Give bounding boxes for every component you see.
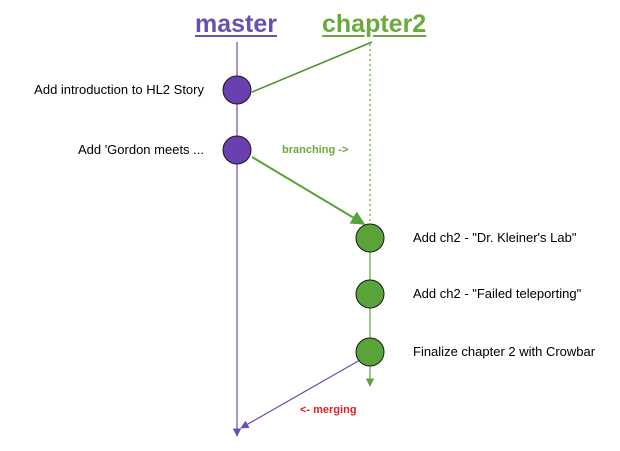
master-commit-node (222, 75, 252, 105)
master-commit-label: Add 'Gordon meets ... (77, 142, 204, 157)
master-commit-node (222, 135, 252, 165)
chapter2-commit-label: Add ch2 - "Failed teleporting" (413, 286, 582, 301)
chapter2-commit-node (355, 223, 385, 253)
chapter2-origin-connector (251, 41, 373, 93)
merging-arrow (240, 359, 361, 429)
master-commit-label: Add introduction to HL2 Story (34, 82, 204, 97)
merging-annotation: <- merging (300, 404, 357, 416)
master-branch-title: master (195, 10, 277, 38)
branching-annotation: branching -> (282, 144, 349, 156)
chapter2-commit-label: Finalize chapter 2 with Crowbar (413, 344, 596, 359)
chapter2-branch-title: chapter2 (322, 10, 427, 38)
chapter2-commit-node (355, 279, 385, 309)
branching-arrow (251, 156, 366, 225)
chapter2-commit-label: Add ch2 - "Dr. Kleiner's Lab" (413, 230, 577, 245)
chapter2-commit-node (355, 337, 385, 367)
